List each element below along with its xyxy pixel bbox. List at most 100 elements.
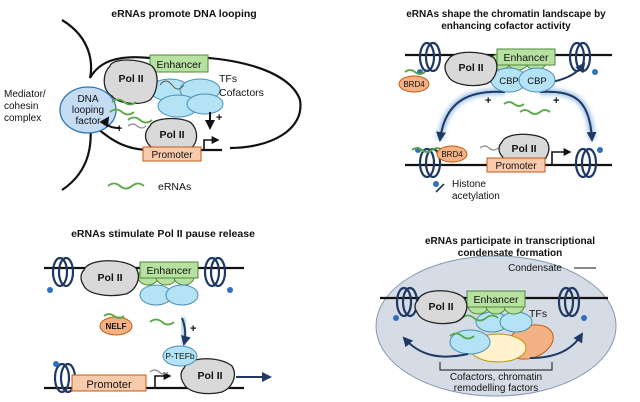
tf-blob xyxy=(186,93,224,115)
pol2-complex xyxy=(414,290,468,325)
pol2-label: Pol II xyxy=(428,301,453,313)
acetylation-legend-dot xyxy=(433,181,439,187)
promoter-box xyxy=(71,374,147,392)
cofactor-loops xyxy=(159,80,185,90)
enhancer-label: Enhancer xyxy=(474,294,519,306)
dna-loop xyxy=(89,55,302,150)
pol2-complex xyxy=(444,51,498,87)
pol2-complex xyxy=(80,260,140,297)
tfs-label: TFs xyxy=(529,308,547,320)
activation-arrow xyxy=(181,317,191,346)
brd4-label: BRD4 xyxy=(403,80,425,89)
tf-blob xyxy=(449,329,491,355)
mediator-label-3: complex xyxy=(4,113,41,124)
enhancer-box xyxy=(496,48,556,66)
mediator-label-1: Mediator/ xyxy=(4,89,46,100)
nucleosome xyxy=(568,41,598,75)
acetylation-legend-line xyxy=(435,183,445,193)
enhancer-label: Enhancer xyxy=(157,59,202,71)
pol2-complex xyxy=(180,358,236,395)
panel2-title-1: eRNAs shape the chromatin landscape by xyxy=(406,9,606,20)
acetylation-legend-label-1: Histone xyxy=(452,179,486,190)
enhancer-label: Enhancer xyxy=(147,265,192,277)
cbp-label: CBP xyxy=(527,76,547,87)
erna-legend-swatch xyxy=(107,182,145,190)
acetylation-legend-label-2: acetylation xyxy=(452,191,500,202)
nucleosome xyxy=(47,256,75,293)
plus-arrow xyxy=(99,116,121,129)
mediator-label-2: cohesin xyxy=(4,101,38,112)
cbp-blob xyxy=(518,67,556,93)
plus-sign: + xyxy=(116,123,122,135)
erna-strand xyxy=(503,101,525,107)
promoter-box xyxy=(486,157,546,173)
erna-strand xyxy=(127,116,153,124)
nascent-rna xyxy=(149,369,169,375)
promoter-label: Promoter xyxy=(495,161,537,172)
plus-sign: + xyxy=(216,112,222,124)
tss-arrow xyxy=(551,148,572,165)
panel4-title-1: eRNAs participate in transcriptional xyxy=(425,236,595,247)
erna-strand xyxy=(411,147,443,153)
condensate-arrow-right xyxy=(529,332,584,359)
promoter-label: Promoter xyxy=(151,150,193,161)
erna-strand xyxy=(519,109,551,115)
tss-arrow xyxy=(154,372,172,388)
cofactors-label-1: Cofactors, chromatin xyxy=(450,372,542,383)
enhancer-label: Enhancer xyxy=(504,52,549,64)
nascent-rna xyxy=(127,123,147,129)
cbp-label: CBP xyxy=(499,76,519,87)
pol2-label: Pol II xyxy=(197,370,222,382)
erna-strand xyxy=(449,332,475,340)
enhancer-box xyxy=(139,261,199,279)
pol2-label: Pol II xyxy=(458,62,483,74)
panel2-title-2: enhancing cofactor activity xyxy=(441,21,571,32)
brd4-label: BRD4 xyxy=(441,150,463,159)
brd4-blob xyxy=(398,75,430,93)
panel-chromatin-landscape: eRNAs shape the chromatin landscape by e… xyxy=(398,9,612,202)
condensate-arrow-left xyxy=(402,336,469,358)
panel-dna-looping: eRNAs promote DNA looping Enhancer Pol I… xyxy=(4,8,302,193)
erna-strand xyxy=(109,108,135,116)
erna-strand xyxy=(461,314,499,322)
plus-sign: + xyxy=(190,323,196,335)
cofactors-label: Cofactors xyxy=(219,87,264,99)
ptefb-label: P-TEFb xyxy=(165,351,195,361)
nucleosome xyxy=(417,41,442,75)
panel4-title-2: condensate formation xyxy=(458,248,562,259)
enhancer-box xyxy=(466,290,526,308)
nucleosome xyxy=(557,286,587,321)
nascent-rna xyxy=(479,145,499,151)
erna-strand xyxy=(111,98,137,106)
plus-sign: + xyxy=(553,95,559,107)
looping-label-3: factor xyxy=(75,116,101,127)
plus-sign: + xyxy=(485,95,491,107)
pol2-label: Pol II xyxy=(511,143,536,155)
tf-blob xyxy=(499,311,533,333)
nelf-label: NELF xyxy=(106,322,127,331)
looping-label-2: looping xyxy=(72,105,104,116)
cofactor-bracket xyxy=(439,362,553,371)
tss-arrow xyxy=(203,136,220,150)
cofactors-label-2: remodelling factors xyxy=(454,383,538,394)
panel1-title: eRNAs promote DNA looping xyxy=(111,8,256,20)
erna-legend-label: eRNAs xyxy=(158,181,191,193)
pol2-label: Pol II xyxy=(159,129,184,141)
pol2-label: Pol II xyxy=(97,272,122,284)
promoter-label: Promoter xyxy=(86,379,132,391)
panel3-title: eRNAs stimulate Pol II pause release xyxy=(71,228,255,240)
panel-condensate: eRNAs participate in transcriptional con… xyxy=(375,236,617,397)
brd4-blob xyxy=(436,145,468,163)
promoter-box xyxy=(142,146,202,162)
ptefb-blob xyxy=(162,345,198,367)
enhancer-box xyxy=(149,54,209,73)
erna-strand xyxy=(103,313,125,319)
nucleosome xyxy=(203,256,233,293)
nucleosome xyxy=(574,147,603,179)
erna-strand xyxy=(149,318,175,326)
dna-strand-left-top xyxy=(61,19,93,79)
looping-label-1: DNA xyxy=(77,94,98,105)
erna-strand xyxy=(404,69,426,75)
